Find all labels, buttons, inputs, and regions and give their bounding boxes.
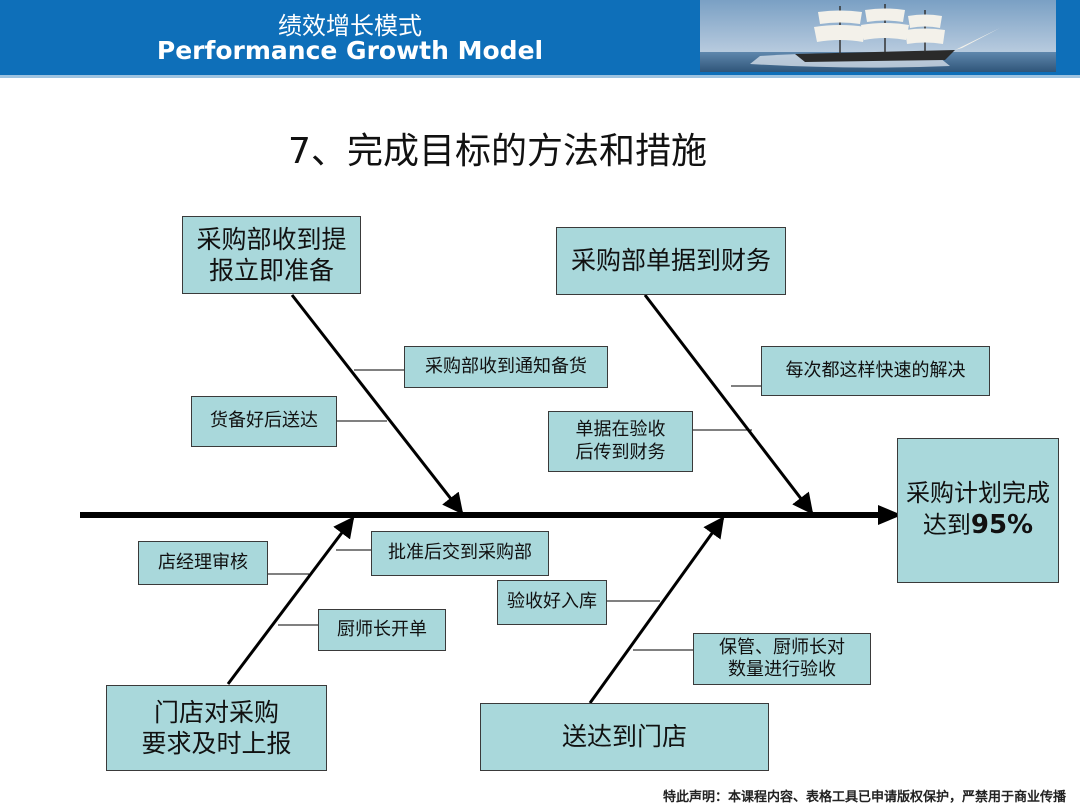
cause-head-line: 门店对采购 [153, 697, 279, 727]
cause-head-line: 送达到门店 [561, 722, 687, 752]
branch-label-line: 单据在验收 [575, 419, 666, 440]
branch-label-line: 后传到财务 [575, 441, 666, 463]
sailing-ship-image [700, 0, 1056, 72]
branch-box: 单据在验收 后传到财务 [548, 411, 693, 472]
header-title-en: Performance Growth Model [156, 36, 544, 65]
branch-label: 采购部收到通知备货 [425, 355, 587, 377]
branch-box: 批准后交到采购部 [371, 531, 549, 576]
branch-box: 采购部收到通知备货 [404, 346, 608, 388]
branch-label: 店经理审核 [158, 551, 248, 573]
header-divider [0, 75, 1080, 78]
top-bone-2 [643, 294, 814, 515]
header-bar: 绩效增长模式 Performance Growth Model [0, 0, 1080, 75]
branch-box: 厨师长开单 [318, 609, 446, 651]
branch-box: 每次都这样快速的解决 [761, 346, 990, 396]
spine-arrowhead [878, 505, 902, 525]
cause-head-line: 采购部收到提 [196, 224, 347, 254]
header-title-cn: 绩效增长模式 [278, 12, 422, 40]
bottom-bone-2 [588, 516, 725, 704]
cause-head-box: 采购部收到提 报立即准备 [182, 216, 361, 294]
result-prefix: 达到 [922, 511, 971, 540]
branch-label-line: 数量进行验收 [728, 659, 836, 680]
branch-label: 验收好入库 [507, 591, 597, 613]
branch-box: 店经理审核 [138, 541, 268, 585]
branch-label: 厨师长开单 [337, 618, 427, 640]
branch-box: 货备好后送达 [191, 396, 337, 447]
branch-box: 验收好入库 [497, 580, 607, 625]
cause-head-box: 送达到门店 [480, 703, 769, 771]
branch-box: 保管、厨师长对 数量进行验收 [693, 633, 871, 685]
cause-head-line: 要求及时上报 [141, 729, 292, 758]
result-value: 95% [970, 510, 1034, 541]
bottom-bone-1 [226, 516, 355, 685]
page-title: 7、完成目标的方法和措施 [288, 131, 707, 172]
cause-head-box: 采购部单据到财务 [556, 227, 786, 295]
result-line: 采购计划完成 [906, 479, 1050, 507]
cause-head-box: 门店对采购 要求及时上报 [106, 685, 327, 771]
cause-head-line: 报立即准备 [208, 256, 334, 285]
branch-label: 每次都这样快速的解决 [785, 359, 966, 381]
branch-label-line: 保管、厨师长对 [719, 636, 845, 658]
branch-label: 批准后交到采购部 [388, 542, 532, 564]
copyright-notice: 特此声明：本课程内容、表格工具已申请版权保护，严禁用于商业传播 [662, 790, 1066, 805]
result-box: 采购计划完成 达到95% [897, 438, 1059, 583]
branch-label: 货备好后送达 [210, 410, 318, 432]
cause-head-line: 采购部单据到财务 [570, 246, 771, 276]
top-bone-1 [290, 294, 464, 515]
